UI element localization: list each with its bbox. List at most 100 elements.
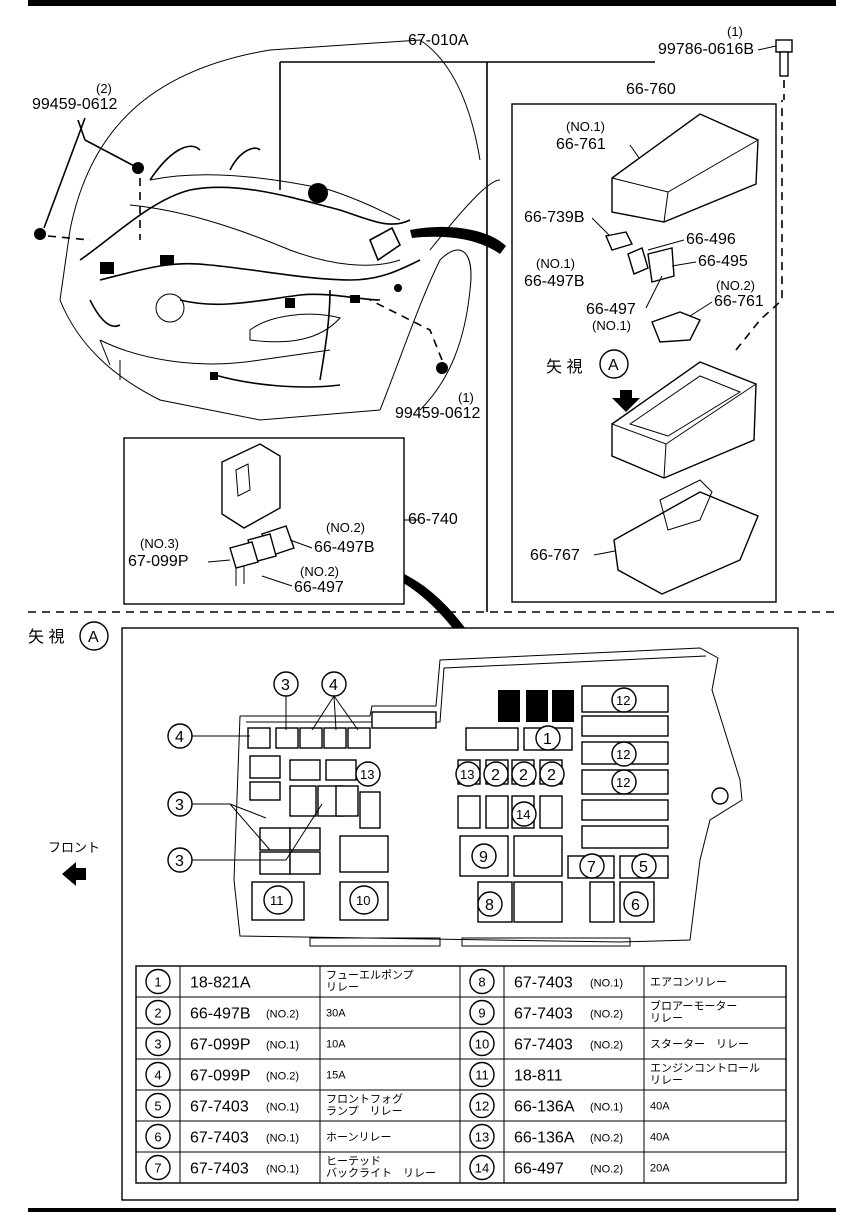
legend-description: 40A: [650, 1101, 670, 1113]
arrow-down-icon: [612, 390, 640, 412]
label-bolt-bottom: 99459-0612: [395, 405, 481, 422]
label-view-a-upper: 矢 視: [546, 358, 582, 376]
svg-text:8: 8: [485, 897, 494, 914]
label-bolt-left: 99459-0612: [32, 96, 118, 113]
svg-text:12: 12: [616, 775, 630, 790]
legend-number: 3: [154, 1037, 161, 1052]
legend-description: フロントフォグランプ リレー: [326, 1092, 403, 1118]
legend-number: 9: [478, 1006, 485, 1021]
legend-number-circle: [145, 968, 171, 995]
legend-number-circle: [469, 1123, 495, 1150]
legend-number: 2: [154, 1006, 161, 1021]
svg-text:(NO.2): (NO.2): [300, 564, 339, 579]
svg-text:3: 3: [175, 853, 184, 870]
svg-text:2: 2: [547, 767, 556, 784]
fuse-497b-icon: [627, 247, 649, 275]
legend-part-number: 66-136A: [514, 1099, 575, 1116]
legend-description: フューエルポンプリレー: [326, 969, 414, 994]
legend-part-number: 67-7403: [514, 1006, 573, 1023]
svg-text:3: 3: [175, 797, 184, 814]
label-relay-box: 66-740: [408, 511, 458, 528]
label-fuse-496: 66-496: [686, 231, 736, 248]
legend-description: ホーンリレー: [326, 1131, 391, 1144]
cover-no1-icon: [611, 113, 759, 223]
legend-part-number: 67-7403: [514, 1037, 573, 1054]
layout-callouts: 3 4 4 3 3 13 11 10 1 13 2 2 2 14 9 8 12 …: [167, 671, 657, 917]
svg-text:11: 11: [270, 893, 284, 908]
legend-number: 5: [154, 1099, 161, 1114]
layout-leaders: [192, 695, 359, 861]
label-relay-497b: 66-497B: [314, 539, 375, 556]
legend-number: 7: [154, 1161, 161, 1176]
label-box-assy: 66-760: [626, 81, 676, 98]
legend-description: ヒーテッドバックライト リレー: [326, 1155, 436, 1180]
svg-text:(2): (2): [96, 81, 112, 96]
legend-note: (NO.2): [266, 1071, 299, 1083]
legend-number-circle: [469, 968, 495, 995]
svg-text:(NO.1): (NO.1): [536, 256, 575, 271]
svg-text:3: 3: [281, 677, 290, 694]
bolt-top-icon: [775, 39, 793, 77]
legend-description: エアコンリレー: [650, 977, 727, 989]
fuse-box-body-icon: [611, 361, 757, 479]
curved-arrow-upper: [410, 226, 506, 254]
legend-note: (NO.2): [590, 1164, 623, 1176]
legend-description: 20A: [650, 1163, 670, 1175]
legend-number: 13: [475, 1130, 489, 1145]
legend-row: 8 67-7403 (NO.1) エアコンリレー: [469, 968, 727, 995]
relay-cover-icon: [221, 443, 281, 529]
legend-part-number: 18-821A: [190, 975, 251, 992]
legend-number: 8: [478, 975, 485, 990]
legend-part-number: 67-7403: [514, 975, 573, 992]
legend-description: 40A: [650, 1132, 670, 1144]
svg-text:(NO.2): (NO.2): [326, 520, 365, 535]
legend-note: (NO.1): [266, 1102, 299, 1114]
fuse-739-icon: [605, 231, 633, 251]
svg-text:4: 4: [329, 677, 338, 694]
svg-text:A: A: [88, 629, 99, 646]
label-cover2: 66-761: [714, 293, 764, 310]
legend-row: 5 67-7403 (NO.1) フロントフォグランプ リレー: [145, 1092, 403, 1119]
legend-part-number: 67-7403: [190, 1130, 249, 1147]
legend-number-circle: [145, 1123, 171, 1150]
legend-number-circle: [145, 1061, 171, 1088]
legend-description: 30A: [326, 1008, 346, 1020]
label-fuse-495: 66-495: [698, 253, 748, 270]
legend-number: 10: [475, 1037, 489, 1052]
svg-text:1: 1: [543, 731, 552, 748]
legend-number: 11: [475, 1068, 489, 1083]
fuse-495-icon: [647, 247, 675, 283]
legend-note: (NO.1): [266, 1164, 299, 1176]
svg-text:10: 10: [356, 893, 370, 908]
cover-no2-icon: [651, 311, 701, 343]
label-lower-case: 66-767: [530, 547, 580, 564]
legend-note: (NO.1): [590, 1102, 623, 1114]
legend-number: 4: [154, 1068, 161, 1083]
legend-part-number: 66-497B: [190, 1006, 251, 1023]
legend-number-circle: [145, 999, 171, 1026]
legend-part-number: 67-7403: [190, 1099, 249, 1116]
legend-description: エンジンコントロールリレー: [650, 1063, 760, 1087]
label-cover: 66-761: [556, 136, 606, 153]
svg-text:(NO.2): (NO.2): [716, 278, 755, 293]
label-fuse-739: 66-739B: [524, 209, 585, 226]
svg-text:7: 7: [587, 859, 596, 876]
label-view-a: 矢 視: [28, 628, 64, 646]
svg-text:4: 4: [175, 729, 184, 746]
legend-note: (NO.2): [590, 1040, 623, 1052]
svg-text:(NO.3): (NO.3): [140, 536, 179, 551]
svg-text:2: 2: [491, 767, 500, 784]
legend-note: (NO.1): [590, 978, 623, 990]
svg-text:12: 12: [616, 747, 630, 762]
label-relay-099p: 67-099P: [128, 553, 189, 570]
